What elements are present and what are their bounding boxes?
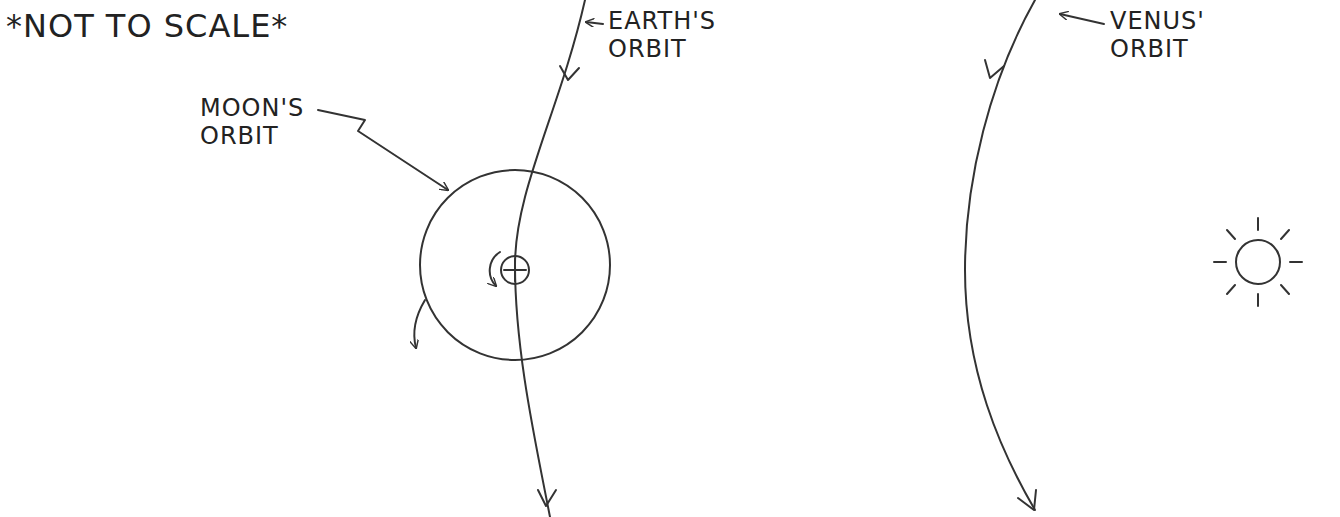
sun-rays bbox=[1214, 218, 1302, 306]
venus-orbit bbox=[965, 0, 1035, 510]
sun-symbol bbox=[1236, 240, 1280, 284]
leader-arrow bbox=[1060, 14, 1104, 24]
leader-arrow bbox=[586, 22, 603, 24]
moon-direction-arrow bbox=[414, 300, 425, 348]
orbit-label: MOON'S ORBIT bbox=[200, 95, 304, 150]
orbit-direction-arrow bbox=[560, 66, 579, 80]
scale-note: *NOT TO SCALE* bbox=[6, 8, 288, 45]
orbit-label: EARTH'S ORBIT bbox=[608, 8, 716, 63]
orbit-label: VENUS' ORBIT bbox=[1110, 8, 1205, 63]
orbit-direction-arrow bbox=[1018, 490, 1036, 510]
earth-symbol bbox=[504, 259, 526, 281]
orbit-direction-arrow bbox=[538, 490, 556, 506]
moon-orbit bbox=[420, 170, 610, 360]
earth-orbit bbox=[515, 0, 585, 517]
rotation-arrow bbox=[490, 252, 500, 286]
orbit-direction-arrow bbox=[985, 60, 1004, 78]
earth-symbol bbox=[501, 256, 529, 284]
leader-arrow bbox=[318, 110, 448, 190]
